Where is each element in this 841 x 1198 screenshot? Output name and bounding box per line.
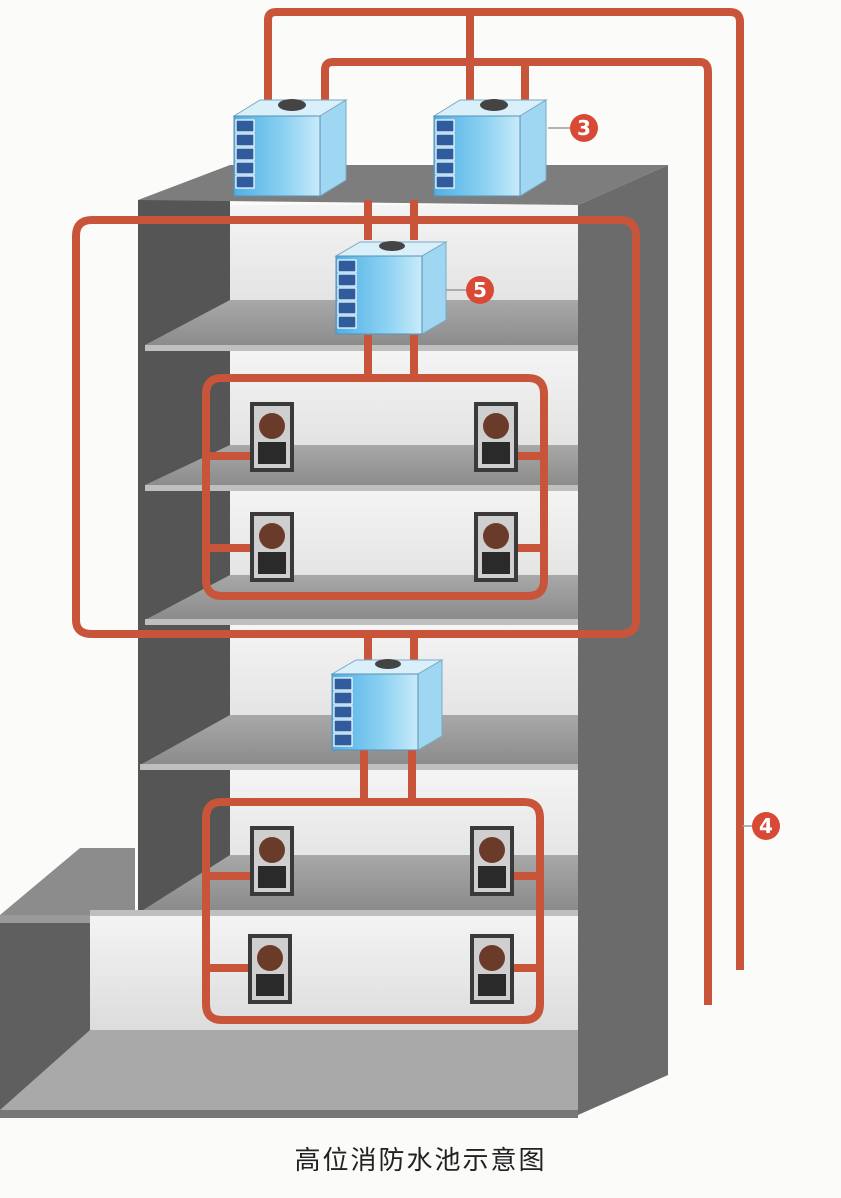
upper-supply-loop (72, 216, 640, 638)
upper-floors-ring (202, 374, 548, 600)
diagram-caption: 高位消防水池示意图 (294, 1146, 547, 1176)
roof-tank-right (432, 99, 548, 197)
pipes (72, 8, 744, 1024)
fire-hydrant-cabinet-icon (470, 826, 514, 896)
fire-hydrant-cabinet-icon (474, 512, 518, 582)
building-right-wall (578, 165, 668, 1115)
water-tank-icon (435, 119, 455, 189)
callout-5: 5 (446, 276, 494, 304)
callout-4-label: 4 (759, 814, 773, 838)
mid-tank-lower (330, 659, 444, 751)
pump-icon (480, 99, 508, 111)
callout-5-label: 5 (473, 278, 487, 302)
water-tank-icon (337, 259, 357, 329)
riser-pipe-inner (321, 58, 712, 1005)
fire-hydrant-cabinets (248, 402, 518, 1004)
callout-4: 4 (742, 812, 780, 840)
riser-pipe-outer (264, 8, 744, 970)
fire-hydrant-cabinet-icon (250, 826, 294, 896)
pump-icon (278, 99, 306, 111)
fire-hydrant-cabinet-icon (250, 402, 294, 472)
water-tank-icon (333, 677, 353, 747)
callout-3: 3 (548, 114, 598, 142)
annex-top (0, 848, 135, 915)
roof-tank-left (232, 99, 348, 197)
fire-hydrant-cabinet-icon (474, 402, 518, 472)
fire-hydrant-cabinet-icon (470, 934, 514, 1004)
callout-3-label: 3 (577, 116, 591, 140)
pump-icon (375, 659, 401, 669)
water-tank-icon (235, 119, 255, 189)
fire-hydrant-cabinet-icon (248, 934, 292, 1004)
lower-floors-ring (202, 798, 544, 1024)
mid-tank-upper (334, 241, 448, 335)
pump-icon (379, 241, 405, 251)
fire-hydrant-cabinet-icon (250, 512, 294, 582)
building (0, 165, 668, 1118)
